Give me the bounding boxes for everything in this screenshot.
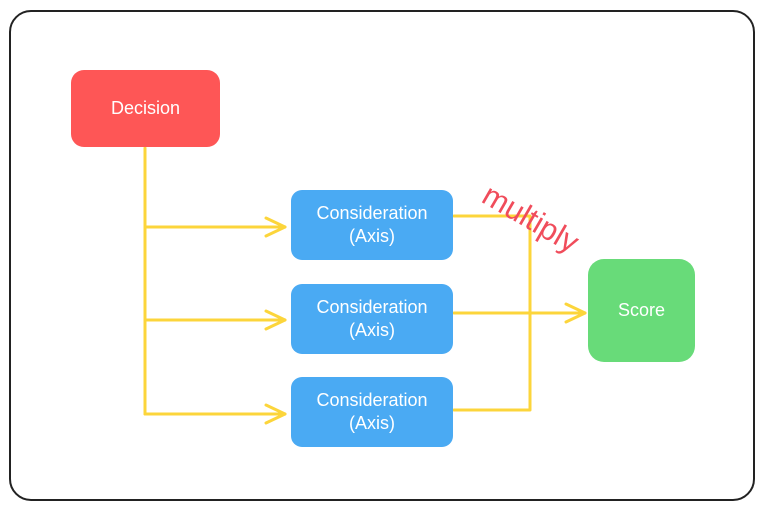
consideration-node-2: Consideration (Axis) [291,284,453,354]
score-node: Score [588,259,695,362]
consideration-label-3: Consideration (Axis) [316,390,428,433]
arrowhead-icon [264,403,287,425]
decision-node: Decision [71,70,220,147]
arrowhead-icon [264,216,287,238]
connector-lines [143,146,587,425]
consideration-label-2: Consideration (Axis) [316,297,428,340]
consideration-node-1: Consideration (Axis) [291,190,453,260]
arrowhead-icon [264,309,287,331]
arrowhead-icon [564,302,587,324]
score-label: Score [617,300,666,320]
consideration-label-1: Consideration (Axis) [316,203,428,246]
consideration-node-3: Consideration (Axis) [291,377,453,447]
decision-label: Decision [110,98,181,118]
